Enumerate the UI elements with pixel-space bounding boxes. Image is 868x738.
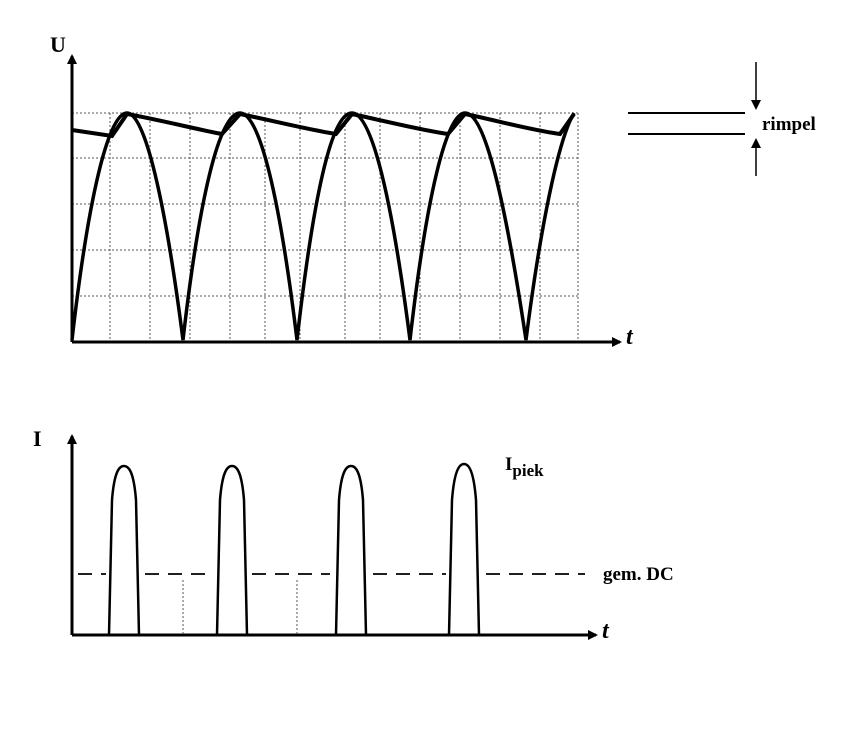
current-y-label: I [33, 426, 42, 451]
peak-label-sub: piek [512, 461, 544, 480]
voltage-grid [72, 112, 579, 342]
ripple-indicator [628, 62, 761, 176]
current-ticks [182, 580, 298, 635]
ripple-label: rimpel [762, 114, 816, 135]
current-graph: I t Ipiek gem. DC [33, 426, 674, 644]
voltage-graph: U t rimpel [50, 32, 816, 350]
peak-label-main: I [505, 454, 512, 475]
smoothed-voltage-curve [71, 111, 576, 139]
current-pulse [107, 464, 141, 636]
current-pulse [334, 464, 368, 636]
voltage-y-label: U [50, 32, 66, 57]
current-pulses [107, 462, 481, 636]
rectified-voltage-curve [70, 111, 576, 341]
current-pulse [447, 462, 481, 636]
voltage-x-label: t [626, 324, 634, 350]
current-pulse [215, 464, 249, 636]
average-dc-label: gem. DC [603, 564, 674, 585]
current-x-label: t [602, 618, 610, 644]
peak-current-label: Ipiek [505, 454, 544, 480]
